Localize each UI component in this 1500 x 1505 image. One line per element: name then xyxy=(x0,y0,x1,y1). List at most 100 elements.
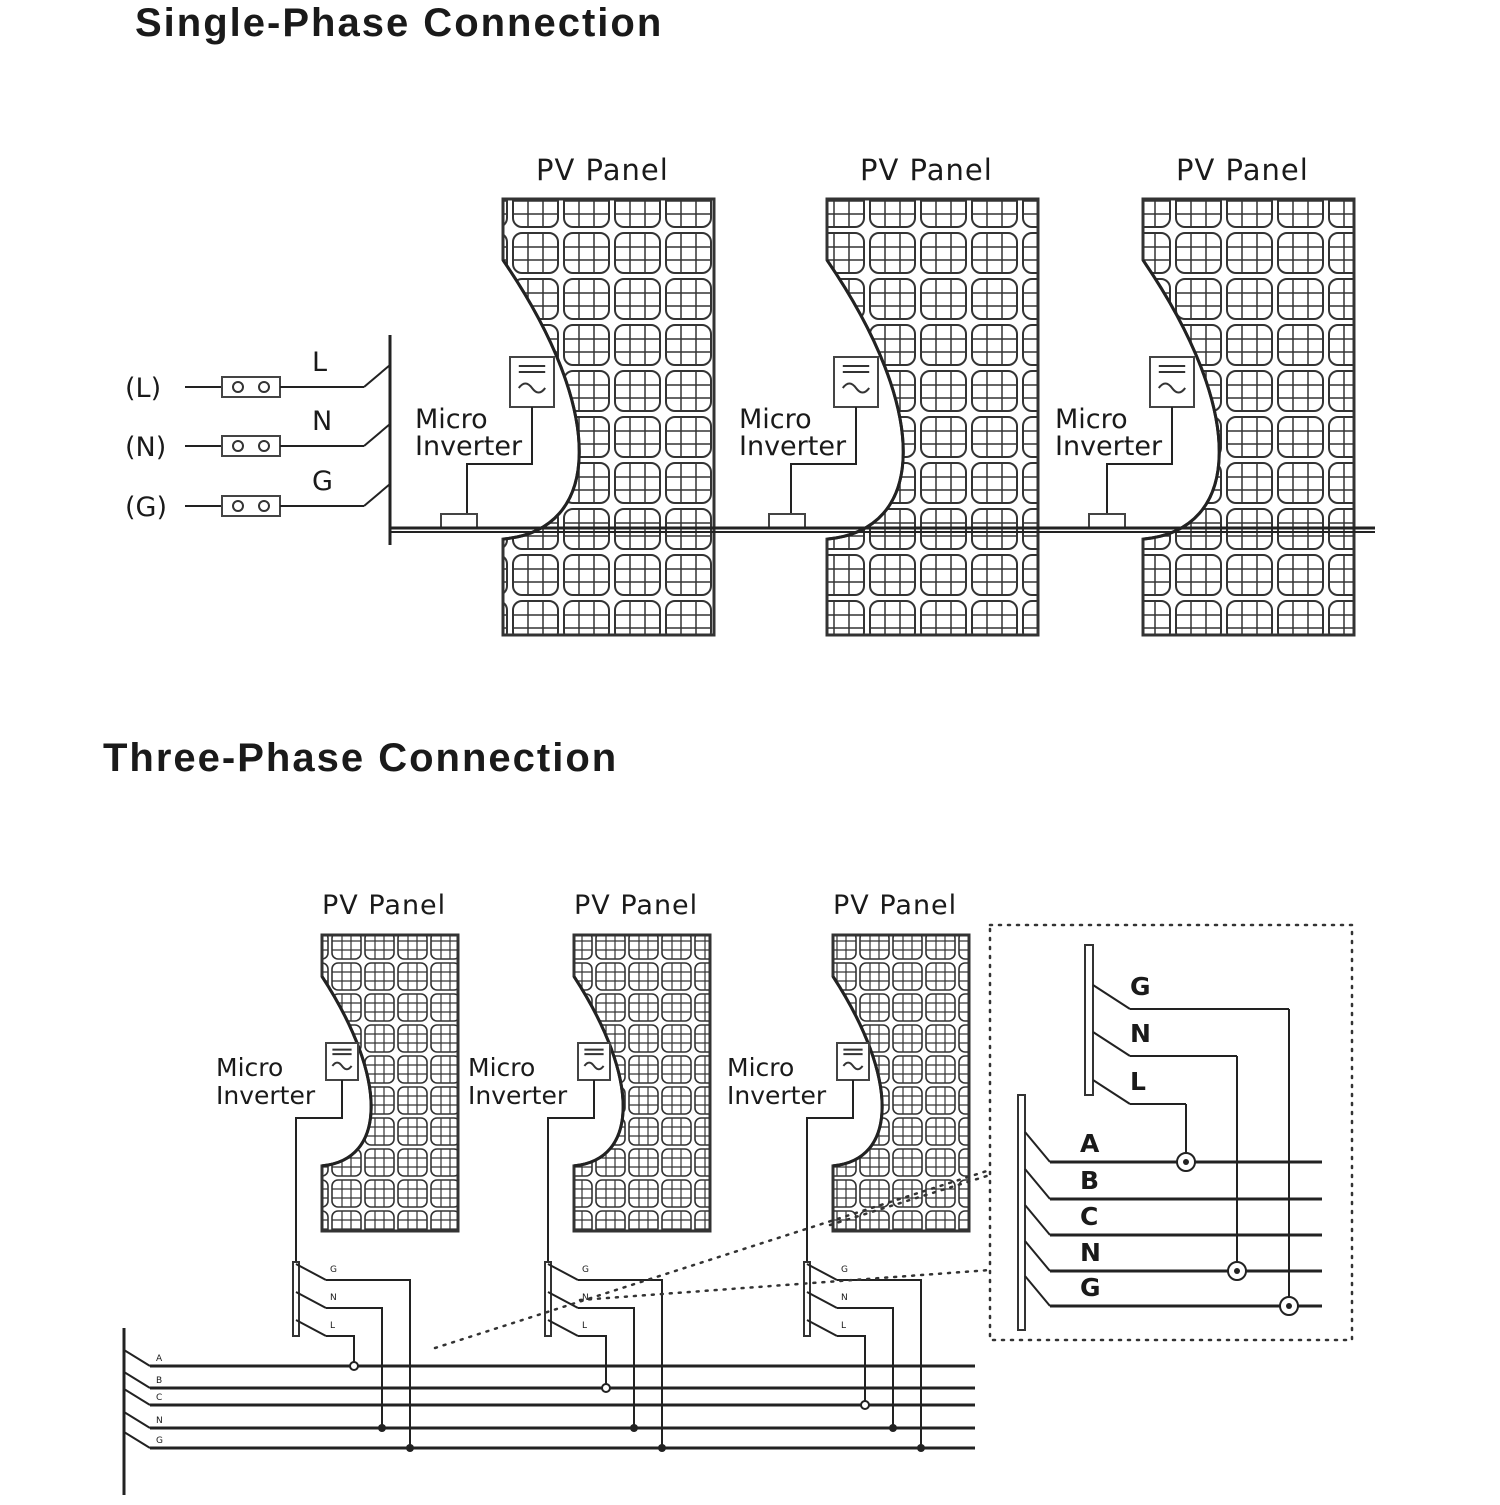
main-bus-label: A xyxy=(156,1354,163,1364)
three-phase-breaker-blade xyxy=(806,1263,838,1281)
main-bus-blade xyxy=(123,1388,151,1406)
three-phase-pv-panel-1 xyxy=(572,933,712,1233)
three-phase-pv-panel-curve xyxy=(320,975,373,1168)
single-phase-micro-inverter-2 xyxy=(1149,356,1195,408)
three-phase-panel-label: PV Panel xyxy=(833,890,957,921)
single-phase-pv-panel-2 xyxy=(1141,197,1356,637)
zoom-guide-line-1 xyxy=(433,1168,992,1350)
detail-breaker-bar xyxy=(1084,944,1094,1096)
detail-bus-label: A xyxy=(1080,1129,1100,1158)
detail-bus-bar xyxy=(1017,1094,1026,1331)
main-bus-label: C xyxy=(156,1393,162,1403)
switch-blade xyxy=(363,483,391,507)
three-phase-inverter-label: Inverter xyxy=(468,1081,568,1110)
three-phase-breaker-bar xyxy=(292,1261,300,1337)
three-phase-drop-wire xyxy=(578,1335,607,1388)
single-phase-switch-label: G xyxy=(312,466,333,497)
single-phase-pv-panel-frame xyxy=(825,197,1040,637)
three-phase-breaker-blade xyxy=(295,1263,327,1281)
three-phase-inverter-label: Inverter xyxy=(727,1081,827,1110)
bus-tap-node xyxy=(406,1444,414,1452)
single-phase-inverter-box xyxy=(1149,356,1195,408)
single-phase-terminal-label: (L) xyxy=(125,373,161,404)
single-phase-pv-panel-frame xyxy=(501,197,716,637)
detail-tap-dot xyxy=(1286,1303,1292,1309)
three-phase-breaker-blade xyxy=(547,1291,579,1309)
detail-breaker-label: G xyxy=(1130,972,1151,1001)
detail-zoom-box xyxy=(988,923,1354,1342)
bus-tap-node xyxy=(917,1444,925,1452)
three-phase-breaker-label: L xyxy=(330,1321,335,1331)
three-phase-breaker-blade xyxy=(295,1319,327,1337)
three-phase-drop-wire xyxy=(578,1307,635,1428)
bus-tap-node xyxy=(860,1400,870,1410)
terminal-screw xyxy=(258,440,270,452)
three-phase-inverter-label: Micro xyxy=(216,1053,283,1082)
detail-breaker-label: L xyxy=(1130,1067,1146,1096)
three-phase-drop-wire xyxy=(326,1307,383,1428)
three-phase-inverter-label: Micro xyxy=(727,1053,794,1082)
ac-wave-icon xyxy=(517,382,547,394)
three-phase-breaker-label: N xyxy=(330,1293,337,1303)
main-bus-label: N xyxy=(156,1416,163,1426)
single-phase-switch-label: L xyxy=(312,347,327,378)
terminal-block xyxy=(221,435,281,457)
single-phase-inverter-label: Inverter xyxy=(739,431,847,462)
three-phase-inverter-label: Inverter xyxy=(216,1081,316,1110)
three-phase-panel-label: PV Panel xyxy=(322,890,446,921)
single-phase-pv-panel-curve xyxy=(1141,259,1221,541)
detail-bus-blade xyxy=(1024,1131,1051,1163)
zoom-guide-line-3 xyxy=(828,1173,992,1227)
switch-blade xyxy=(363,423,391,447)
main-bus-blade xyxy=(123,1349,151,1367)
three-phase-breaker-blade xyxy=(806,1319,838,1337)
terminal-screw xyxy=(258,381,270,393)
switch-blade xyxy=(363,364,391,388)
main-bus-label: B xyxy=(156,1376,162,1386)
main-bus-label: G xyxy=(156,1436,163,1446)
ac-wave-icon xyxy=(1157,382,1187,394)
single-phase-pv-panel-curve xyxy=(501,259,581,541)
three-phase-breaker-label: N xyxy=(582,1293,589,1303)
ac-wave-icon xyxy=(331,1061,353,1071)
single-phase-bus-connector xyxy=(440,513,478,529)
detail-bus-label: B xyxy=(1080,1166,1099,1195)
single-phase-terminal-label: (N) xyxy=(125,432,166,463)
three-phase-breaker-label: G xyxy=(330,1265,337,1275)
ac-wave-icon xyxy=(841,382,871,394)
terminal-block xyxy=(221,376,281,398)
single-phase-pv-panel-frame xyxy=(1141,197,1356,637)
terminal-screw xyxy=(232,440,244,452)
three-phase-pv-panel-curve xyxy=(572,975,625,1168)
single-phase-pv-panel-curve xyxy=(825,259,905,541)
three-phase-drop-wire xyxy=(578,1279,663,1448)
three-phase-drop-wire xyxy=(837,1335,866,1405)
single-phase-inverter-lead xyxy=(1106,407,1173,528)
three-phase-inverter-lead xyxy=(806,1080,854,1262)
single-phase-inverter-lead xyxy=(790,407,857,528)
three-phase-breaker-bar xyxy=(544,1261,552,1337)
three-phase-pv-panel-2 xyxy=(831,933,971,1233)
three-phase-inverter-box xyxy=(577,1042,611,1081)
three-phase-breaker-label: L xyxy=(582,1321,587,1331)
detail-bus-label: G xyxy=(1080,1273,1101,1302)
three-phase-micro-inverter-2 xyxy=(836,1042,870,1081)
ac-wave-icon xyxy=(842,1061,864,1071)
zoom-guide-line-2 xyxy=(578,1268,992,1302)
detail-bus-blade xyxy=(1024,1168,1051,1200)
single-phase-terminals: (L)L(N)N(G)G xyxy=(125,347,391,523)
three-phase-pv-panel-curve xyxy=(831,975,884,1168)
main-bus-blade xyxy=(123,1411,151,1429)
three-phase-inverter-box xyxy=(836,1042,870,1081)
single-phase-pv-panel-0 xyxy=(501,197,716,637)
single-phase-panel-label: PV Panel xyxy=(860,153,993,187)
three-phase-drop-wire xyxy=(837,1279,922,1448)
single-phase-bus-connector xyxy=(768,513,806,529)
three-phase-micro-inverter-0 xyxy=(325,1042,359,1081)
detail-bus-label: C xyxy=(1080,1202,1098,1231)
single-phase-micro-inverter-1 xyxy=(833,356,879,408)
three-phase-drop-wire xyxy=(326,1279,411,1448)
main-bus-blade xyxy=(123,1431,151,1449)
